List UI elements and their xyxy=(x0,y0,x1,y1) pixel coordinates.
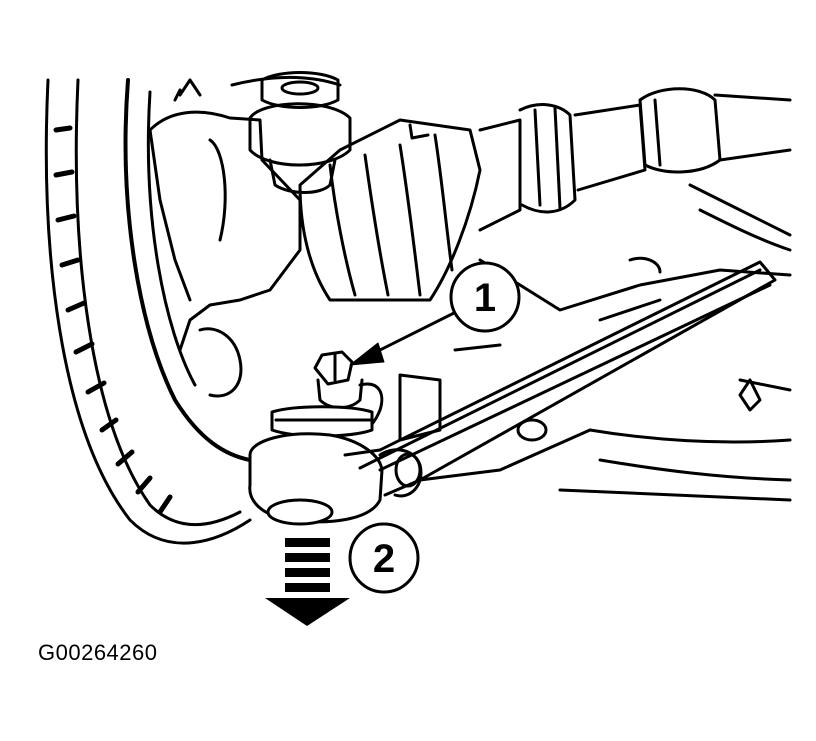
callout-1-leader xyxy=(349,308,462,366)
callout-2: 2 xyxy=(348,522,420,594)
upper-bushing xyxy=(248,71,352,194)
ball-joint xyxy=(270,350,384,438)
figure-code: G00264260 xyxy=(38,640,158,665)
steering-knuckle xyxy=(148,75,342,398)
callout-1: 1 xyxy=(449,261,521,333)
lower-control-arm xyxy=(248,260,777,526)
down-arrow-icon xyxy=(265,538,350,626)
subframe xyxy=(478,183,792,502)
cv-boot xyxy=(298,87,792,302)
callout-2-label: 2 xyxy=(373,537,395,581)
brake-disc xyxy=(44,78,252,545)
callout-1-label: 1 xyxy=(474,276,496,320)
